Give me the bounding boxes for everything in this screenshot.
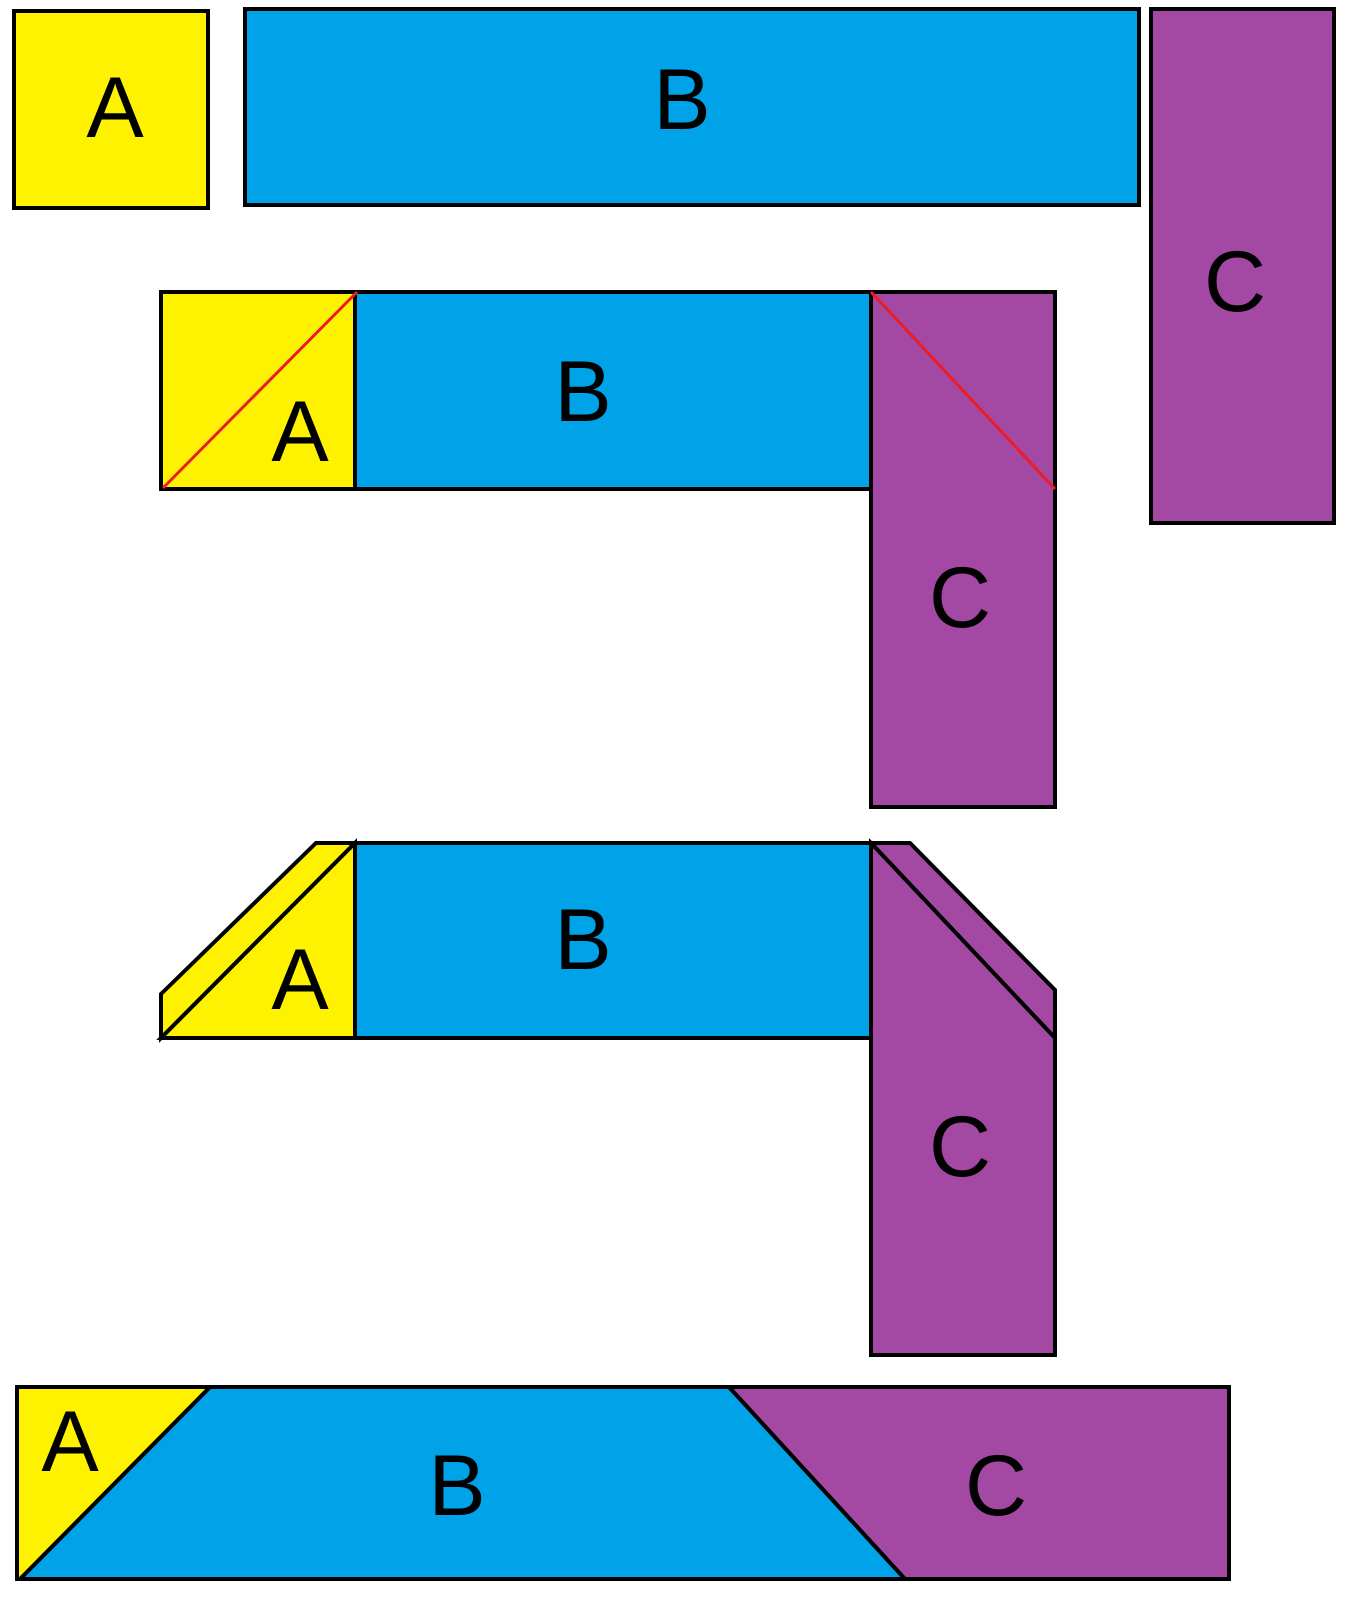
step-1-piece-a (12, 9, 210, 210)
step-4-label-a: A (41, 1394, 99, 1490)
step-2-label-b: B (554, 344, 611, 440)
step-2-joined-with-cut-lines: A B C (159, 290, 1057, 809)
step-2-label-c: C (929, 550, 991, 646)
step-2-label-a: A (271, 384, 329, 480)
step-4-piece-a (15, 1385, 215, 1581)
step-3-piece-b (353, 841, 873, 1040)
step-2-piece-b (353, 290, 873, 491)
step-2-cut-line-c (869, 290, 1057, 491)
step-3-label-b: B (554, 892, 611, 988)
step-4-piece-c (724, 1385, 1231, 1581)
step-3-label-a: A (271, 932, 329, 1028)
step-3-label-c: C (929, 1099, 991, 1195)
step-3-shifted-triangles: A B C (156, 837, 1057, 1357)
step-1-label-b: B (653, 52, 710, 148)
step-1-piece-b (243, 7, 1141, 207)
step-1-label-c: C (1204, 234, 1266, 330)
step-1-separate-pieces: A B C (12, 7, 1336, 525)
step-2-piece-c (869, 290, 1057, 809)
step-4-label-b: B (428, 1438, 485, 1534)
step-4-final-strip: A B C (15, 1385, 1231, 1581)
step-1-label-a: A (86, 60, 144, 156)
step-1-piece-c (1149, 7, 1336, 525)
step-2-cut-line-a (161, 290, 359, 490)
step-3-piece-c (869, 837, 1057, 1357)
step-4-label-c: C (965, 1438, 1027, 1534)
